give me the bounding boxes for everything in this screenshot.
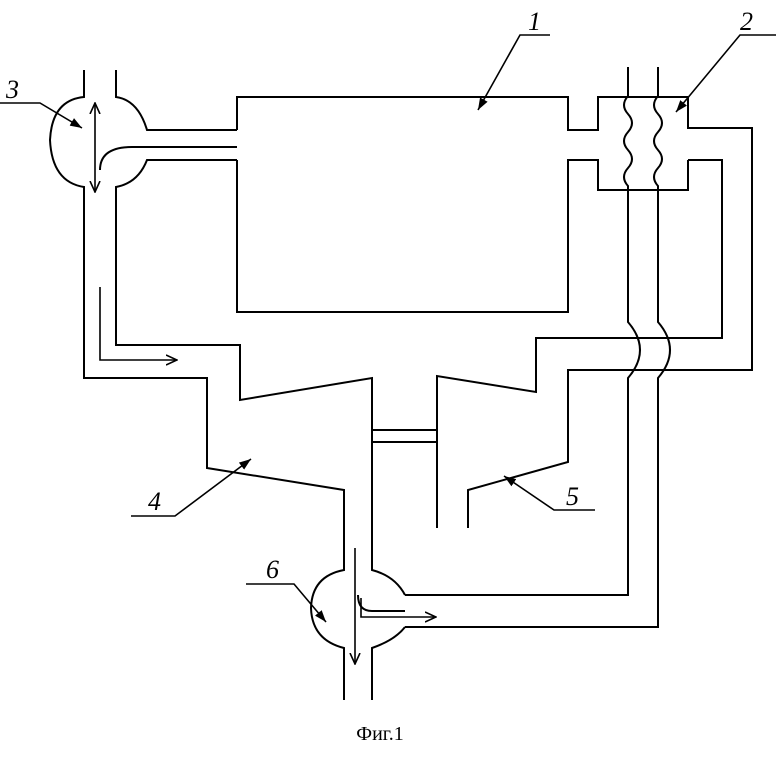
label-3: 3 [5, 75, 19, 104]
chamber-1 [237, 97, 688, 312]
arrow-right-icon [361, 598, 436, 617]
figure-caption: Фиг.1 [356, 723, 403, 745]
arrow-right-icon [100, 287, 177, 360]
label-1: 1 [528, 7, 541, 36]
label-5: 5 [566, 482, 579, 511]
label-4: 4 [148, 487, 161, 516]
shaft [372, 430, 437, 442]
label-2: 2 [740, 7, 753, 36]
valve-3 [50, 70, 372, 545]
label-6: 6 [266, 555, 279, 584]
valve-6 [311, 545, 405, 700]
exchanger-2 [405, 67, 752, 627]
